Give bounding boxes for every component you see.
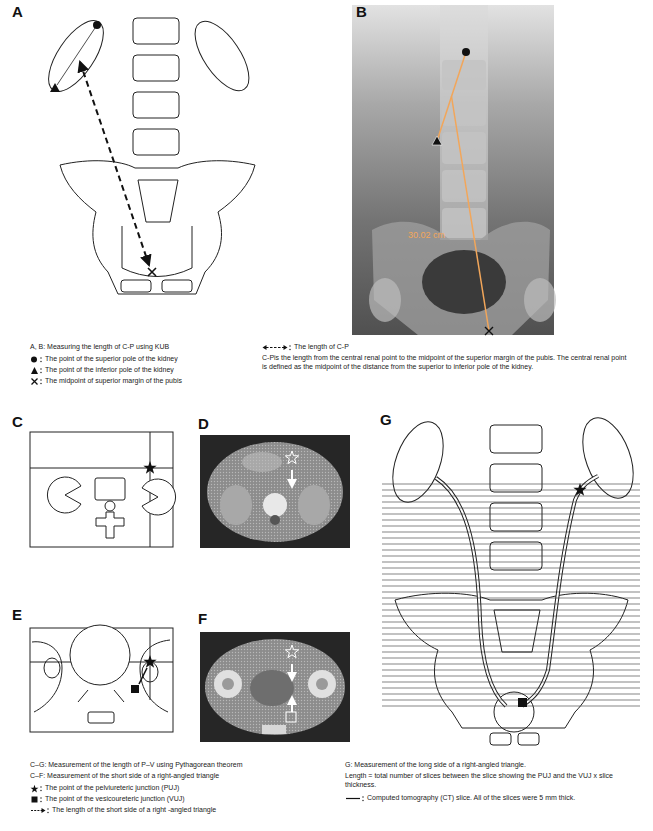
legend-text: The length of C-P <box>294 342 349 351</box>
legend-item: The point of the pelviureteric junction … <box>30 783 340 793</box>
legend-swatch <box>30 795 43 804</box>
legend-swatch <box>30 377 43 386</box>
transverse-schematic-kidney <box>30 432 176 547</box>
puj-star <box>143 461 156 474</box>
legend-text: The point of the pelviureteric junction … <box>45 783 179 792</box>
legend-text: The midpoint of superior margin of the p… <box>45 376 182 385</box>
legend-swatch <box>30 366 43 375</box>
legend-text: Computed tomography (CT) slice. All of t… <box>367 793 575 802</box>
vuj-square <box>131 685 139 693</box>
legend-heading: C–F: Measurement of the short side of a … <box>30 771 340 780</box>
legend-heading: C–G: Measurement of the length of P–V us… <box>30 760 340 769</box>
vuj-square <box>518 698 527 707</box>
coronal-schematic <box>383 411 643 745</box>
panel-label: D <box>198 414 209 434</box>
kub-points <box>50 21 156 276</box>
note-text: C-Pis the length from the central renal … <box>262 353 632 371</box>
measurement-label: 30.02 cm <box>408 230 445 242</box>
ct-slice-lines <box>382 484 640 706</box>
legend-swatch <box>345 794 365 803</box>
legend-item: Computed tomography (CT) slice. All of t… <box>345 793 640 803</box>
legend-swatch <box>262 343 292 352</box>
ct-pelvis-level <box>200 632 350 742</box>
legend-item: The length of the short side of a right … <box>30 805 340 815</box>
kub-xray <box>352 5 556 335</box>
legend-text: The point of the inferior pole of the ki… <box>45 365 174 374</box>
legend-heading: G: Measurement of the long side of a rig… <box>345 760 640 769</box>
legend-heading: A, B: Measuring the length of C-P using … <box>30 342 255 351</box>
legend-swatch <box>30 806 50 815</box>
panel-label: G <box>380 410 392 430</box>
legend-text: The point of the superior pole of the ki… <box>45 354 178 363</box>
panel-label: B <box>356 2 367 22</box>
note-text: Length = total number of slices between … <box>345 771 640 789</box>
puj-star <box>143 655 156 668</box>
legend-item: The point of the inferior pole of the ki… <box>30 365 260 375</box>
legend-item: The point of the superior pole of the ki… <box>30 354 260 364</box>
ct-kidney-level <box>200 435 350 548</box>
legend-item: The length of C-P <box>262 342 632 352</box>
puj-star <box>573 483 586 496</box>
kub-schematic <box>38 12 259 294</box>
legend-text: The length of the short side of a right … <box>52 805 216 814</box>
legend-item: The midpoint of superior margin of the p… <box>30 376 260 386</box>
panel-label: C <box>12 412 23 432</box>
panel-label: A <box>12 2 23 22</box>
transverse-schematic-pelvis <box>30 625 173 732</box>
legend-text: The point of the vesicoureteric junction… <box>45 794 185 803</box>
panel-label: E <box>12 605 22 625</box>
legend-swatch <box>30 784 43 793</box>
panel-label: F <box>198 609 207 629</box>
legend-item: The point of the vesicoureteric junction… <box>30 794 340 804</box>
legend-swatch <box>30 355 43 364</box>
